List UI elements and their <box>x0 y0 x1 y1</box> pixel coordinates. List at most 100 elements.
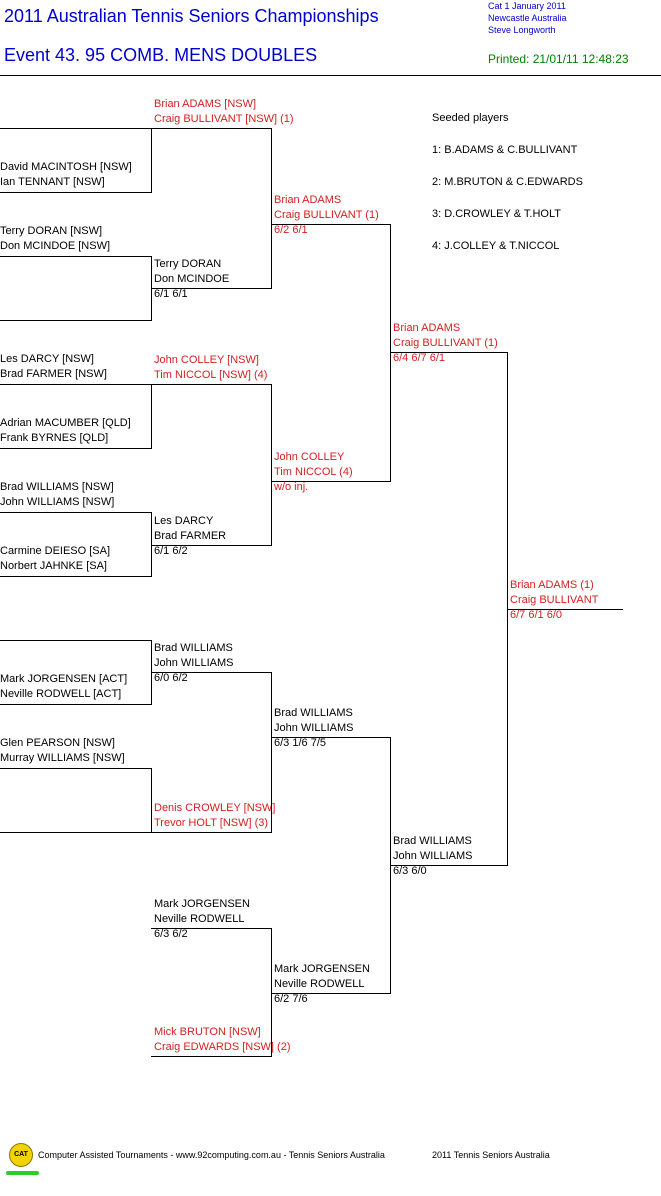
seed-4: 4: J.COLLEY & T.NICCOL <box>432 240 560 252</box>
r2-line <box>151 1056 271 1057</box>
r3-connector <box>390 224 391 482</box>
r2-player-b: Brad FARMER <box>154 530 227 542</box>
r3-player-b: Tim NICCOL (4) <box>274 466 353 478</box>
r1-connector <box>151 512 152 577</box>
r1-player-b: Don MCINDOE [NSW] <box>0 240 111 252</box>
r1-player-a: Les DARCY [NSW] <box>0 353 94 365</box>
r4-line <box>390 865 507 866</box>
r2-player-b: John WILLIAMS <box>154 657 234 669</box>
footer-credit: Computer Assisted Tournaments - www.92co… <box>38 1150 385 1160</box>
r3-score: 6/2 6/1 <box>274 224 308 236</box>
event-title: Event 43. 95 COMB. MENS DOUBLES <box>4 45 318 65</box>
r2-player-a: Brian ADAMS [NSW] <box>154 98 257 110</box>
r2-player-b: Neville RODWELL <box>154 913 245 925</box>
r3-line <box>271 993 390 994</box>
r2-player-a: Terry DORAN <box>154 258 222 270</box>
r2-connector <box>271 384 272 546</box>
r1-line <box>0 256 151 257</box>
r1-player-a: Adrian MACUMBER [QLD] <box>0 417 131 429</box>
r2-player-a: Mark JORGENSEN <box>154 898 250 910</box>
r4-player-b: John WILLIAMS <box>393 850 473 862</box>
header-divider <box>0 75 661 76</box>
r1-line <box>0 704 151 705</box>
r2-score: 6/1 6/2 <box>154 545 188 557</box>
r3-score: w/o inj. <box>274 481 309 493</box>
r2-player-a: Brad WILLIAMS <box>154 642 233 654</box>
r2-connector <box>271 928 272 1057</box>
r4-line <box>390 352 507 353</box>
r2-connector <box>271 672 272 833</box>
r1-player-b: Norbert JAHNKE [SA] <box>0 560 107 572</box>
champion-score: 6/7 6/1 6/0 <box>510 609 562 621</box>
r2-score: 6/0 6/2 <box>154 672 188 684</box>
r1-line <box>0 128 151 129</box>
r1-player-a: David MACINTOSH [NSW] <box>0 161 132 173</box>
r2-player-a: Mick BRUTON [NSW] <box>154 1026 261 1038</box>
r1-player-a: Glen PEARSON [NSW] <box>0 737 115 749</box>
r3-line <box>271 481 390 482</box>
seed-3: 3: D.CROWLEY & T.HOLT <box>432 208 561 220</box>
r3-player-a: Brian ADAMS <box>274 194 342 206</box>
r1-line <box>0 192 151 193</box>
footer-copyright: 2011 Tennis Seniors Australia <box>432 1150 550 1160</box>
r2-line <box>151 672 271 673</box>
r1-player-b: Neville RODWELL [ACT] <box>0 688 122 700</box>
r1-player-b: John WILLIAMS [NSW] <box>0 496 115 508</box>
r2-player-a: Denis CROWLEY [NSW] <box>154 802 276 814</box>
r1-line <box>0 448 151 449</box>
r3-player-a: Brad WILLIAMS <box>274 707 353 719</box>
r1-line <box>0 576 151 577</box>
r2-score: 6/3 6/2 <box>154 928 188 940</box>
r2-line <box>151 128 271 129</box>
r1-player-a: Mark JORGENSEN [ACT] <box>0 673 128 685</box>
r3-score: 6/2 7/6 <box>274 993 308 1005</box>
r1-player-a: Terry DORAN [NSW] <box>0 225 103 237</box>
r2-line <box>151 832 271 833</box>
champion-player-b: Craig BULLIVANT <box>510 594 599 606</box>
r3-line <box>271 224 390 225</box>
r2-player-a: Les DARCY <box>154 515 214 527</box>
r1-line <box>0 832 151 833</box>
printed-timestamp: Printed: 21/01/11 12:48:23 <box>488 52 629 66</box>
r2-score: 6/1 6/1 <box>154 288 188 300</box>
r2-player-b: Craig EDWARDS [NSW] (2) <box>154 1041 291 1053</box>
seed-2: 2: M.BRUTON & C.EDWARDS <box>432 176 583 188</box>
seeds-title: Seeded players <box>432 112 509 124</box>
r2-player-b: Don MCINDOE <box>154 273 230 285</box>
r2-player-b: Trevor HOLT [NSW] (3) <box>154 817 269 829</box>
r2-line <box>151 288 271 289</box>
meta-referee: Steve Longworth <box>488 25 556 35</box>
r3-line <box>271 737 390 738</box>
r2-line <box>151 384 271 385</box>
r1-connector <box>151 384 152 449</box>
r4-player-a: Brad WILLIAMS <box>393 835 472 847</box>
r1-line <box>0 640 151 641</box>
r3-player-a: John COLLEY <box>274 451 345 463</box>
r1-line <box>0 384 151 385</box>
r1-player-a: Carmine DEIESO [SA] <box>0 545 111 557</box>
page-title: 2011 Australian Tennis Seniors Champions… <box>4 6 379 26</box>
r3-player-a: Mark JORGENSEN <box>274 963 370 975</box>
r4-player-a: Brian ADAMS <box>393 322 461 334</box>
r1-player-b: Ian TENNANT [NSW] <box>0 176 105 188</box>
meta-location: Newcastle Australia <box>488 13 567 23</box>
r1-connector <box>151 768 152 833</box>
r4-player-b: Craig BULLIVANT (1) <box>393 337 498 349</box>
r1-player-b: Frank BYRNES [QLD] <box>0 432 109 444</box>
r1-line <box>0 512 151 513</box>
r2-connector <box>271 128 272 289</box>
meta-category-date: Cat 1 January 2011 <box>488 1 566 11</box>
r3-player-b: John WILLIAMS <box>274 722 354 734</box>
r2-player-b: Craig BULLIVANT [NSW] (1) <box>154 113 294 125</box>
r1-line <box>0 768 151 769</box>
r3-player-b: Craig BULLIVANT (1) <box>274 209 379 221</box>
cat-logo: CAT <box>9 1143 33 1167</box>
r3-player-b: Neville RODWELL <box>274 978 365 990</box>
champion-player-a: Brian ADAMS (1) <box>510 579 594 591</box>
r1-connector <box>151 128 152 193</box>
r4-score: 6/4 6/7 6/1 <box>393 352 445 364</box>
r1-line <box>0 320 151 321</box>
champion-line <box>507 609 623 610</box>
seed-1: 1: B.ADAMS & C.BULLIVANT <box>432 144 578 156</box>
r1-player-b: Brad FARMER [NSW] <box>0 368 107 380</box>
